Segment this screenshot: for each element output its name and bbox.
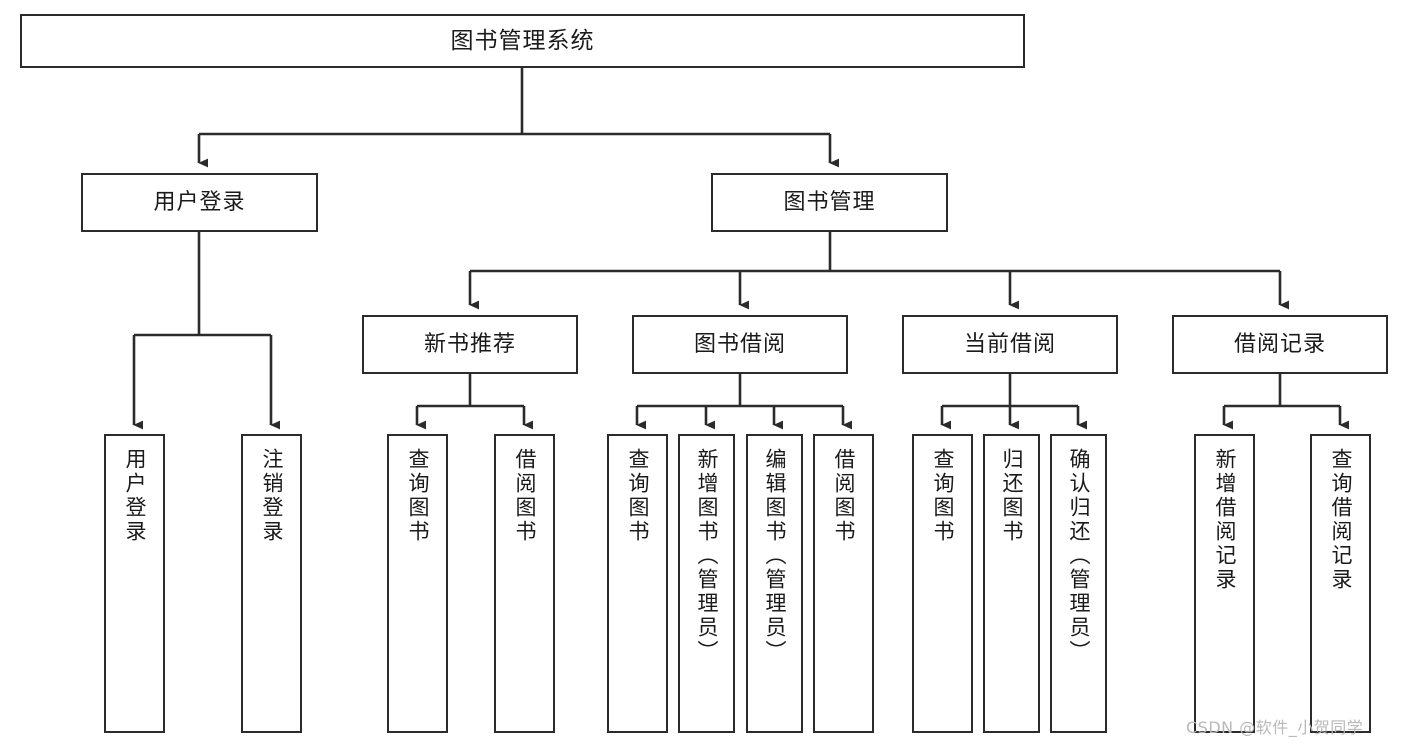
node-leaf-logout-login[interactable]: 注销登录 [241, 434, 302, 733]
node-leaf-user-login[interactable]: 用户登录 [104, 434, 165, 733]
node-leaf-logout-login-label: 注销登录 [260, 448, 284, 544]
node-book-borrow[interactable]: 图书借阅 [632, 315, 848, 374]
node-leaf-query-book-borrow[interactable]: 查询图书 [607, 434, 668, 733]
node-user-login[interactable]: 用户登录 [81, 173, 318, 232]
node-leaf-query-book-recommend[interactable]: 查询图书 [387, 434, 448, 733]
node-leaf-borrow-book-borrow[interactable]: 借阅图书 [813, 434, 874, 733]
node-book-management[interactable]: 图书管理 [711, 173, 948, 232]
node-leaf-query-book-current-label: 查询图书 [931, 448, 955, 544]
node-new-book-recommend[interactable]: 新书推荐 [362, 315, 578, 374]
node-leaf-confirm-return-admin-label: 确认归还（管理员） [1067, 448, 1091, 664]
node-root-book-management-system[interactable]: 图书管理系统 [20, 14, 1025, 68]
node-book-borrow-label: 图书借阅 [693, 331, 786, 357]
node-leaf-edit-book-admin[interactable]: 编辑图书（管理员） [746, 434, 803, 733]
node-borrow-record-label: 借阅记录 [1233, 331, 1326, 357]
node-borrow-record[interactable]: 借阅记录 [1172, 315, 1388, 374]
node-leaf-borrow-book-borrow-label: 借阅图书 [832, 448, 856, 544]
node-leaf-add-borrow-record[interactable]: 新增借阅记录 [1194, 434, 1255, 733]
node-leaf-borrow-book-recommend[interactable]: 借阅图书 [494, 434, 555, 733]
node-new-book-recommend-label: 新书推荐 [423, 331, 516, 357]
node-leaf-query-book-recommend-label: 查询图书 [406, 448, 430, 544]
node-leaf-query-book-borrow-label: 查询图书 [626, 448, 650, 544]
node-leaf-return-book[interactable]: 归还图书 [983, 434, 1040, 733]
csdn-watermark: CSDN @软件_小贺同学 [1186, 718, 1364, 737]
node-leaf-add-book-admin-label: 新增图书（管理员） [695, 448, 719, 664]
node-leaf-confirm-return-admin[interactable]: 确认归还（管理员） [1050, 434, 1107, 733]
node-current-borrow-label: 当前借阅 [963, 331, 1056, 357]
node-leaf-add-book-admin[interactable]: 新增图书（管理员） [678, 434, 735, 733]
node-leaf-user-login-label: 用户登录 [123, 448, 147, 544]
node-user-login-label: 用户登录 [153, 189, 246, 215]
node-leaf-add-borrow-record-label: 新增借阅记录 [1213, 448, 1237, 592]
node-leaf-edit-book-admin-label: 编辑图书（管理员） [763, 448, 787, 664]
node-book-management-label: 图书管理 [783, 189, 876, 215]
node-leaf-borrow-book-recommend-label: 借阅图书 [513, 448, 537, 544]
node-leaf-query-book-current[interactable]: 查询图书 [912, 434, 973, 733]
node-leaf-query-borrow-record-label: 查询借阅记录 [1329, 448, 1353, 592]
node-root-label: 图书管理系统 [450, 27, 595, 54]
node-leaf-query-borrow-record[interactable]: 查询借阅记录 [1310, 434, 1371, 733]
node-current-borrow[interactable]: 当前借阅 [902, 315, 1118, 374]
node-leaf-return-book-label: 归还图书 [1000, 448, 1024, 544]
